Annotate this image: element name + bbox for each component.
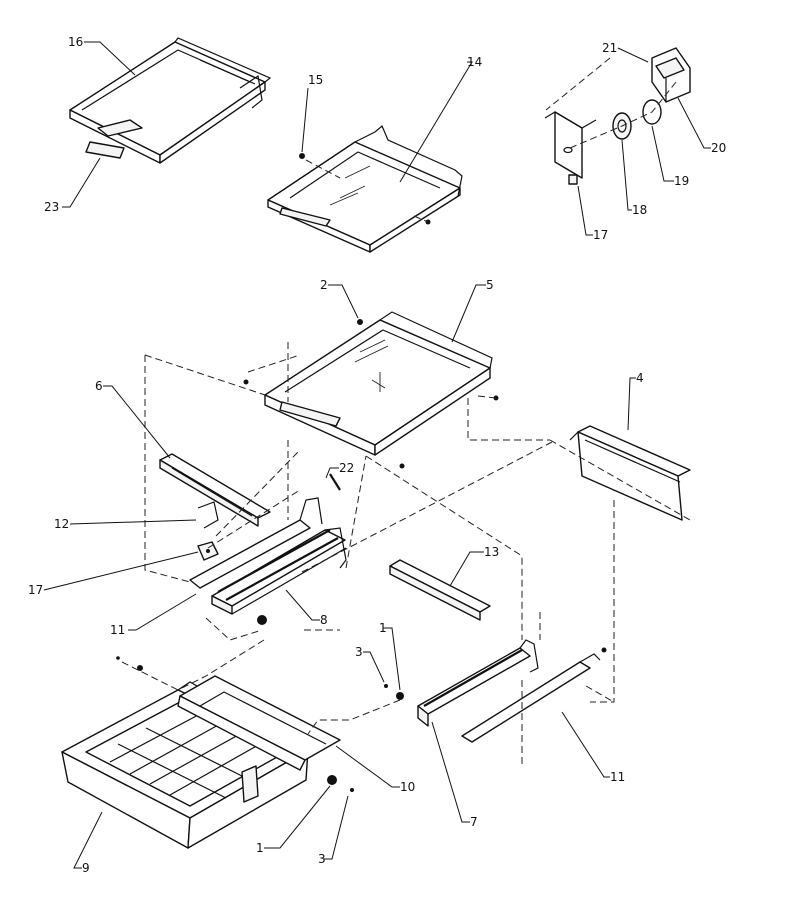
part-1-lower-roller: [327, 775, 337, 785]
callout-15: 15: [308, 73, 323, 87]
dash-line: [207, 489, 301, 549]
callout-17-lower: 17: [28, 583, 43, 597]
part-21-bracket: [651, 47, 691, 103]
part-11-right-slide: [461, 647, 607, 743]
callout-8: 8: [320, 613, 328, 627]
callout-1-lower: 1: [256, 841, 264, 855]
part-8-slide-assembly: [211, 527, 347, 615]
callout-12: 12: [54, 517, 69, 531]
part-22-pin: [329, 473, 341, 491]
callout-6: 6: [95, 379, 103, 393]
screw: [493, 395, 499, 401]
part-15-screw: [299, 153, 305, 159]
callout-3-upper: 3: [355, 645, 363, 659]
callout-16: 16: [68, 35, 83, 49]
callout-labels: 16 23 15 14 21 20 19 18 17 2 5 4 6 22 12…: [28, 35, 726, 875]
part-13-rail: [389, 559, 491, 621]
callout-11-left: 11: [110, 623, 125, 637]
callout-1-upper: 1: [379, 621, 387, 635]
part-7-right-slide: [417, 639, 539, 727]
part-14-glass-shelf: [267, 125, 463, 253]
callout-7: 7: [470, 815, 478, 829]
callout-22: 22: [339, 461, 354, 475]
callout-11-right: 11: [610, 770, 625, 784]
part-23-label-plate: [85, 141, 125, 159]
part-3-screw: [384, 684, 388, 688]
callout-4: 4: [636, 371, 644, 385]
callout-3-lower: 3: [318, 852, 326, 866]
callout-5: 5: [486, 278, 494, 292]
part-11-left-slide: [189, 497, 323, 589]
part-12-clip: [197, 501, 219, 529]
callout-2: 2: [320, 278, 328, 292]
screw: [243, 379, 249, 385]
part-10-drawer-cover: [177, 675, 341, 803]
part-6-rail: [159, 453, 271, 527]
part-1-roller: [396, 692, 404, 700]
part-2-screw: [357, 319, 363, 325]
callout-13: 13: [484, 545, 499, 559]
roller: [257, 615, 267, 625]
callout-9: 9: [82, 861, 90, 875]
callout-20: 20: [711, 141, 726, 155]
callout-19: 19: [674, 174, 689, 188]
roller: [137, 665, 143, 671]
callout-10: 10: [400, 780, 415, 794]
screw: [116, 656, 120, 660]
callout-18: 18: [632, 203, 647, 217]
dash-line: [215, 451, 299, 537]
part-17-lower-clip: [197, 541, 219, 561]
callout-14: 14: [467, 55, 482, 69]
part-3-lower-screw: [350, 788, 354, 792]
callout-17-top: 17: [593, 228, 608, 242]
part-17-top-bracket: [544, 111, 597, 185]
leader-lines: [43, 41, 711, 869]
part-16-shelf: [69, 37, 272, 164]
part-4-rail: [569, 425, 691, 521]
callout-21: 21: [602, 41, 617, 55]
top-hardware-alignment-line: [569, 81, 677, 149]
part-5-glass-shelf: [264, 311, 493, 456]
callout-23: 23: [44, 200, 59, 214]
screw: [399, 463, 405, 469]
